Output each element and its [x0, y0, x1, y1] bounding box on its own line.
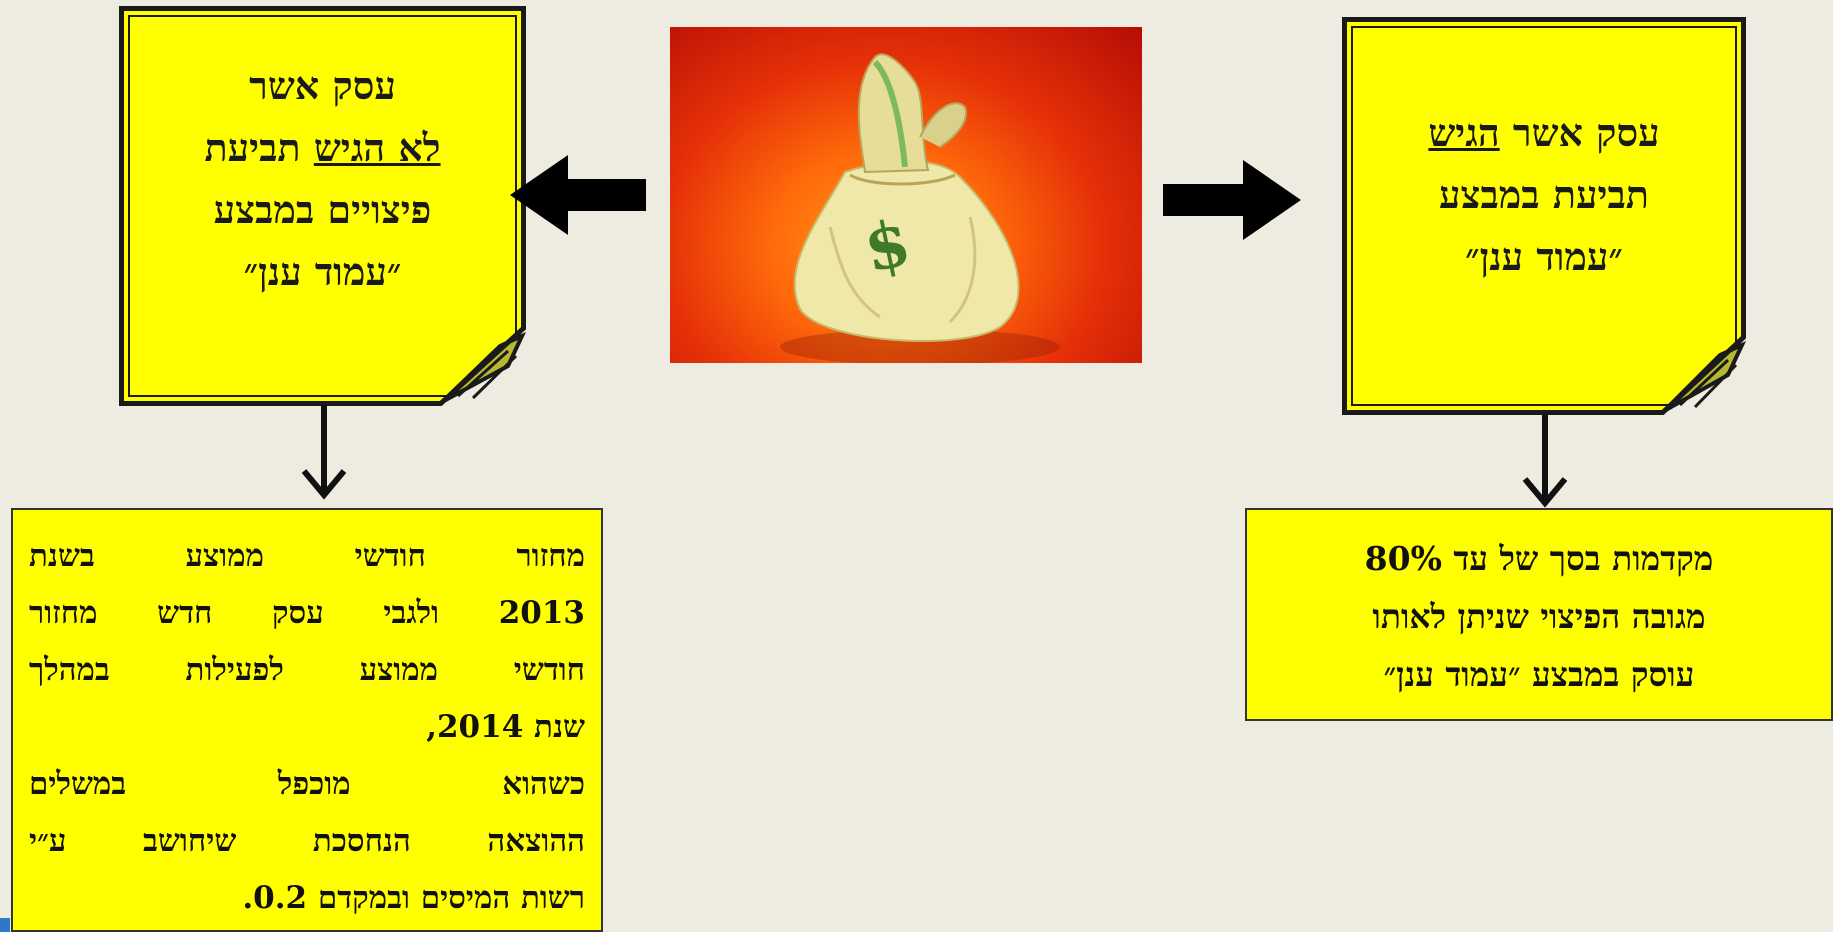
right-explanation-box: מקדמות בסך של עד 80% מגובה הפיצוי שניתן … [1245, 508, 1833, 721]
right-down-arrow-icon [1522, 415, 1568, 508]
left-box-line: ההוצאה הנחסכת שיחושב ע״י [29, 823, 585, 859]
left-note: עסק אשר לא הגיש תביעת פיצויים במבצע ״עמו… [119, 6, 526, 406]
right-note-line1-plain: עסק אשר [1499, 110, 1660, 155]
left-box-line: כשהוא מוכפל במשלים [29, 766, 585, 802]
right-arrow-icon [1163, 160, 1301, 240]
money-bag-photo: $ [670, 27, 1142, 363]
left-note-not-submitted: לא הגיש [313, 125, 441, 170]
money-bag-icon: $ [780, 53, 1060, 363]
left-note-text: עסק אשר לא הגיש תביעת פיצויים במבצע ״עמו… [124, 55, 521, 303]
right-note-submitted: הגיש [1428, 110, 1500, 155]
right-note-line2: תביעת במבצע [1439, 172, 1649, 217]
right-box-line: מגובה הפיצוי שניתן לאותו [1372, 597, 1706, 636]
page-curl-icon [1660, 335, 1746, 415]
left-box-line: מחזור חודשי ממוצע בשנת [29, 538, 585, 574]
right-note-text: עסק אשר הגיש תביעת במבצע ״עמוד ענן״ [1347, 102, 1741, 288]
left-note-line2-rest: תביעת [204, 125, 314, 170]
left-note-line1: עסק אשר [249, 63, 396, 108]
right-box-line: מקדמות בסך של עד 80% [1364, 539, 1714, 578]
left-explanation-box: מחזור חודשי ממוצע בשנת 2013 ולגבי עסק חד… [11, 508, 603, 932]
left-note-line2: לא הגיש תביעת [124, 117, 521, 179]
left-note-line4: ״עמוד ענן״ [243, 249, 402, 294]
right-note-line1: עסק אשר הגיש [1347, 102, 1741, 164]
left-box-line: שנת 2014, [426, 709, 585, 745]
left-arrow-icon [510, 155, 646, 235]
left-box-line: 2013 ולגבי עסק חדש מחזור [29, 595, 585, 631]
left-box-line: רשות המיסים ובמקדם 0.2. [242, 880, 585, 916]
left-note-line3: פיצויים במבצע [213, 187, 432, 232]
slide-corner-mark [0, 918, 10, 932]
right-note-line3: ״עמוד ענן״ [1465, 234, 1623, 279]
left-box-line: חודשי ממוצע לפעילות במהלך [29, 652, 585, 688]
page-curl-icon [438, 326, 526, 406]
right-note: עסק אשר הגיש תביעת במבצע ״עמוד ענן״ [1342, 17, 1746, 415]
right-box-line: עוסק במבצע ״עמוד ענן״ [1383, 655, 1695, 694]
left-down-arrow-icon [301, 405, 347, 500]
